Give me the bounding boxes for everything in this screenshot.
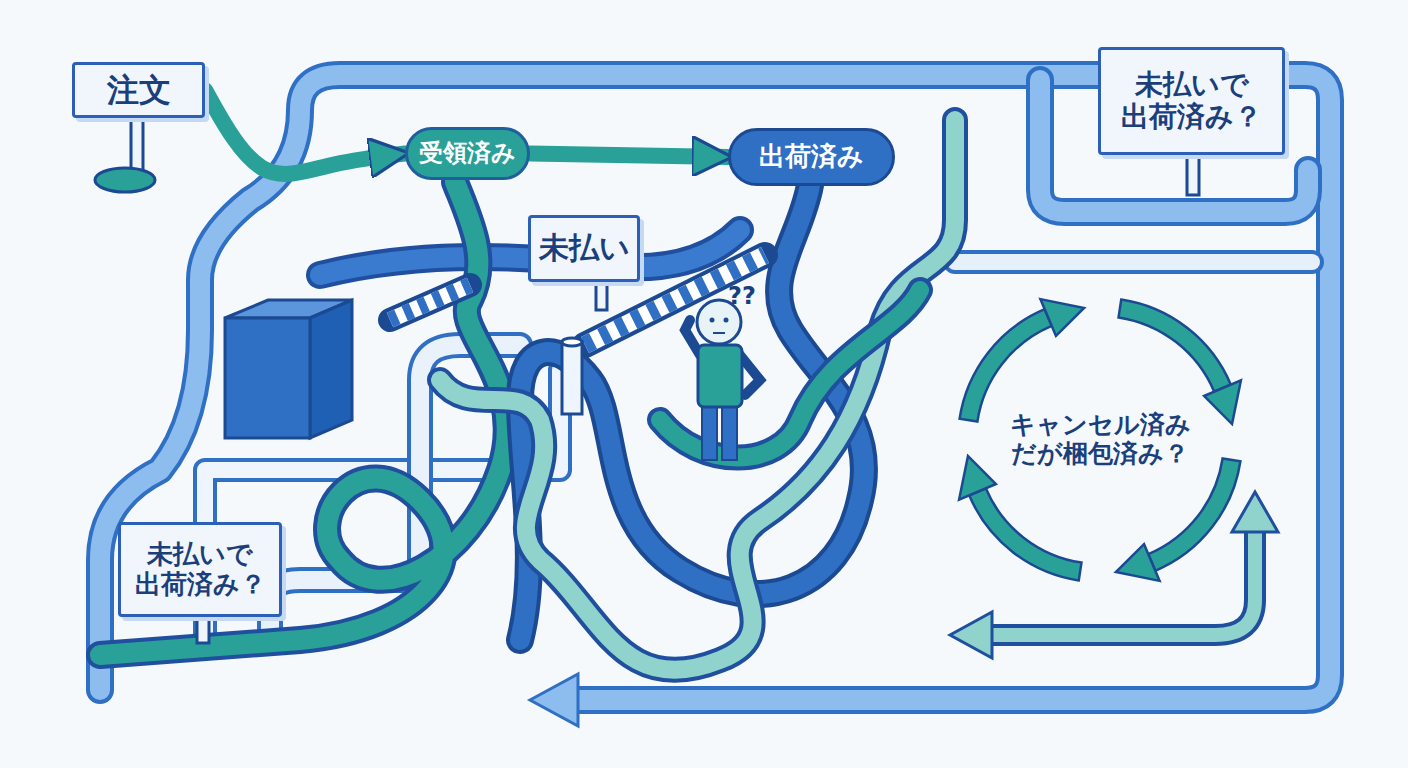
arrow-head bbox=[1040, 299, 1084, 336]
arrow-head bbox=[950, 612, 992, 658]
cycle-ring: キャンセル済み だが梱包済み？ bbox=[950, 290, 1250, 590]
node-text: 未払いで 出荷済み？ bbox=[1105, 69, 1278, 133]
tube-outline bbox=[440, 120, 955, 670]
tube bbox=[100, 75, 1330, 700]
flow-arrow bbox=[205, 90, 405, 174]
node-text: 出荷済み bbox=[759, 142, 864, 172]
tube bbox=[660, 290, 920, 458]
tube bbox=[440, 120, 955, 670]
state-pill: 受領済み bbox=[405, 127, 530, 180]
arrow-head bbox=[1232, 492, 1278, 532]
node-text: キャンセル済み だが梱包済み？ bbox=[957, 411, 1243, 469]
warning-sign: 未払い bbox=[528, 215, 640, 282]
tube-outline bbox=[100, 182, 507, 655]
tube-outline bbox=[660, 290, 920, 458]
cycle-arc bbox=[969, 488, 1081, 580]
tube bbox=[100, 182, 507, 655]
barrier-post-top bbox=[562, 338, 582, 346]
person-leg bbox=[722, 402, 737, 460]
node-text: 未払い bbox=[539, 231, 630, 266]
arrow-head bbox=[959, 456, 996, 500]
start-pad bbox=[95, 168, 155, 192]
tube bbox=[955, 254, 1312, 270]
question-sign: 未払いで 出荷済み？ bbox=[118, 522, 282, 617]
person-eye bbox=[724, 318, 729, 323]
start-sign: 注文 bbox=[72, 62, 205, 118]
barrier-post bbox=[562, 342, 582, 414]
tube-outline bbox=[100, 75, 1330, 700]
flow-arrow bbox=[530, 154, 728, 158]
barrier-stripes bbox=[390, 285, 470, 320]
person-mouth bbox=[713, 332, 725, 334]
person-eye bbox=[710, 318, 715, 323]
node-text: 受領済み bbox=[419, 140, 516, 168]
sign-post bbox=[197, 615, 209, 643]
tube-outline bbox=[955, 250, 1312, 274]
node-text: 未払いで 出荷済み？ bbox=[125, 540, 275, 600]
cycle-arc bbox=[960, 309, 1052, 421]
barrier-arm bbox=[390, 285, 470, 320]
person-leg bbox=[702, 402, 717, 460]
node-text: 注文 bbox=[107, 72, 171, 109]
tunnel-box-side bbox=[310, 300, 352, 438]
question-sign: 未払いで 出荷済み？ bbox=[1098, 47, 1285, 155]
tunnel-box-front bbox=[225, 318, 310, 438]
cycle-arc bbox=[1119, 300, 1231, 392]
sign-post bbox=[1187, 153, 1199, 195]
arrow-head bbox=[530, 674, 578, 726]
confusion-mark: ?? bbox=[728, 282, 756, 310]
cycle-arc bbox=[1148, 459, 1240, 571]
arrow-head bbox=[1116, 544, 1160, 581]
person-body bbox=[698, 345, 742, 407]
arrow-head bbox=[1204, 380, 1241, 424]
state-pill: 出荷済み bbox=[728, 128, 895, 186]
barrier-arm bbox=[390, 285, 470, 320]
sign-post bbox=[596, 280, 607, 310]
